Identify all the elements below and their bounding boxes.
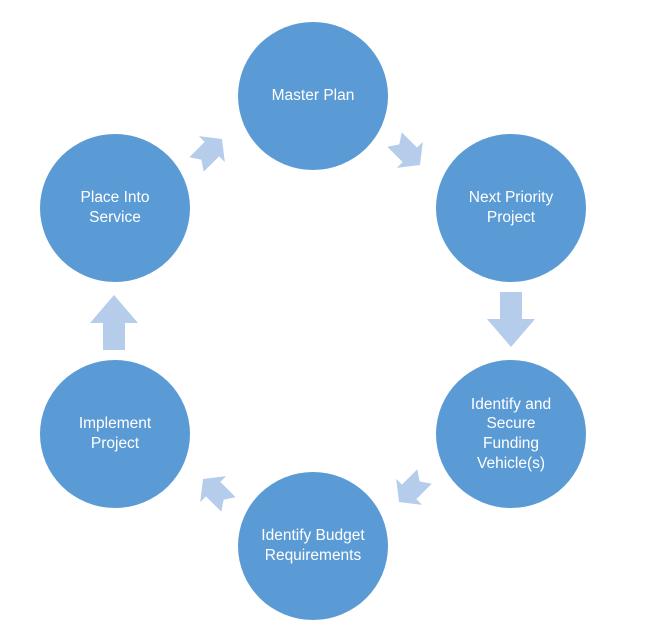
node-label: Next Priority Project (468, 189, 554, 226)
node-identify-budget-requirements: Identify Budget Requirements (238, 472, 388, 620)
arrow-down-icon (487, 292, 535, 347)
arrow-up-right-icon (189, 136, 225, 172)
arrow-up-left-icon (200, 476, 236, 512)
node-next-priority-project: Next Priority Project (436, 134, 586, 282)
node-master-plan: Master Plan (238, 22, 388, 170)
node-implement-project: Implement Project (40, 360, 190, 508)
arrow-up-icon (90, 295, 138, 350)
node-label: Implement Project (78, 415, 152, 452)
node-label: Master Plan (271, 87, 355, 105)
arrow-down-left-icon (396, 469, 432, 505)
arrow-down-right-icon (387, 132, 423, 168)
node-identify-and-secure-funding-vehicles: Identify and Secure Funding Vehicle(s) (436, 360, 586, 508)
node-label: Identify and Secure Funding Vehicle(s) (470, 395, 552, 472)
node-label: Identify Budget Requirements (261, 527, 365, 564)
node-place-into-service: Place Into Service (40, 134, 190, 282)
node-label: Place Into Service (80, 189, 150, 226)
